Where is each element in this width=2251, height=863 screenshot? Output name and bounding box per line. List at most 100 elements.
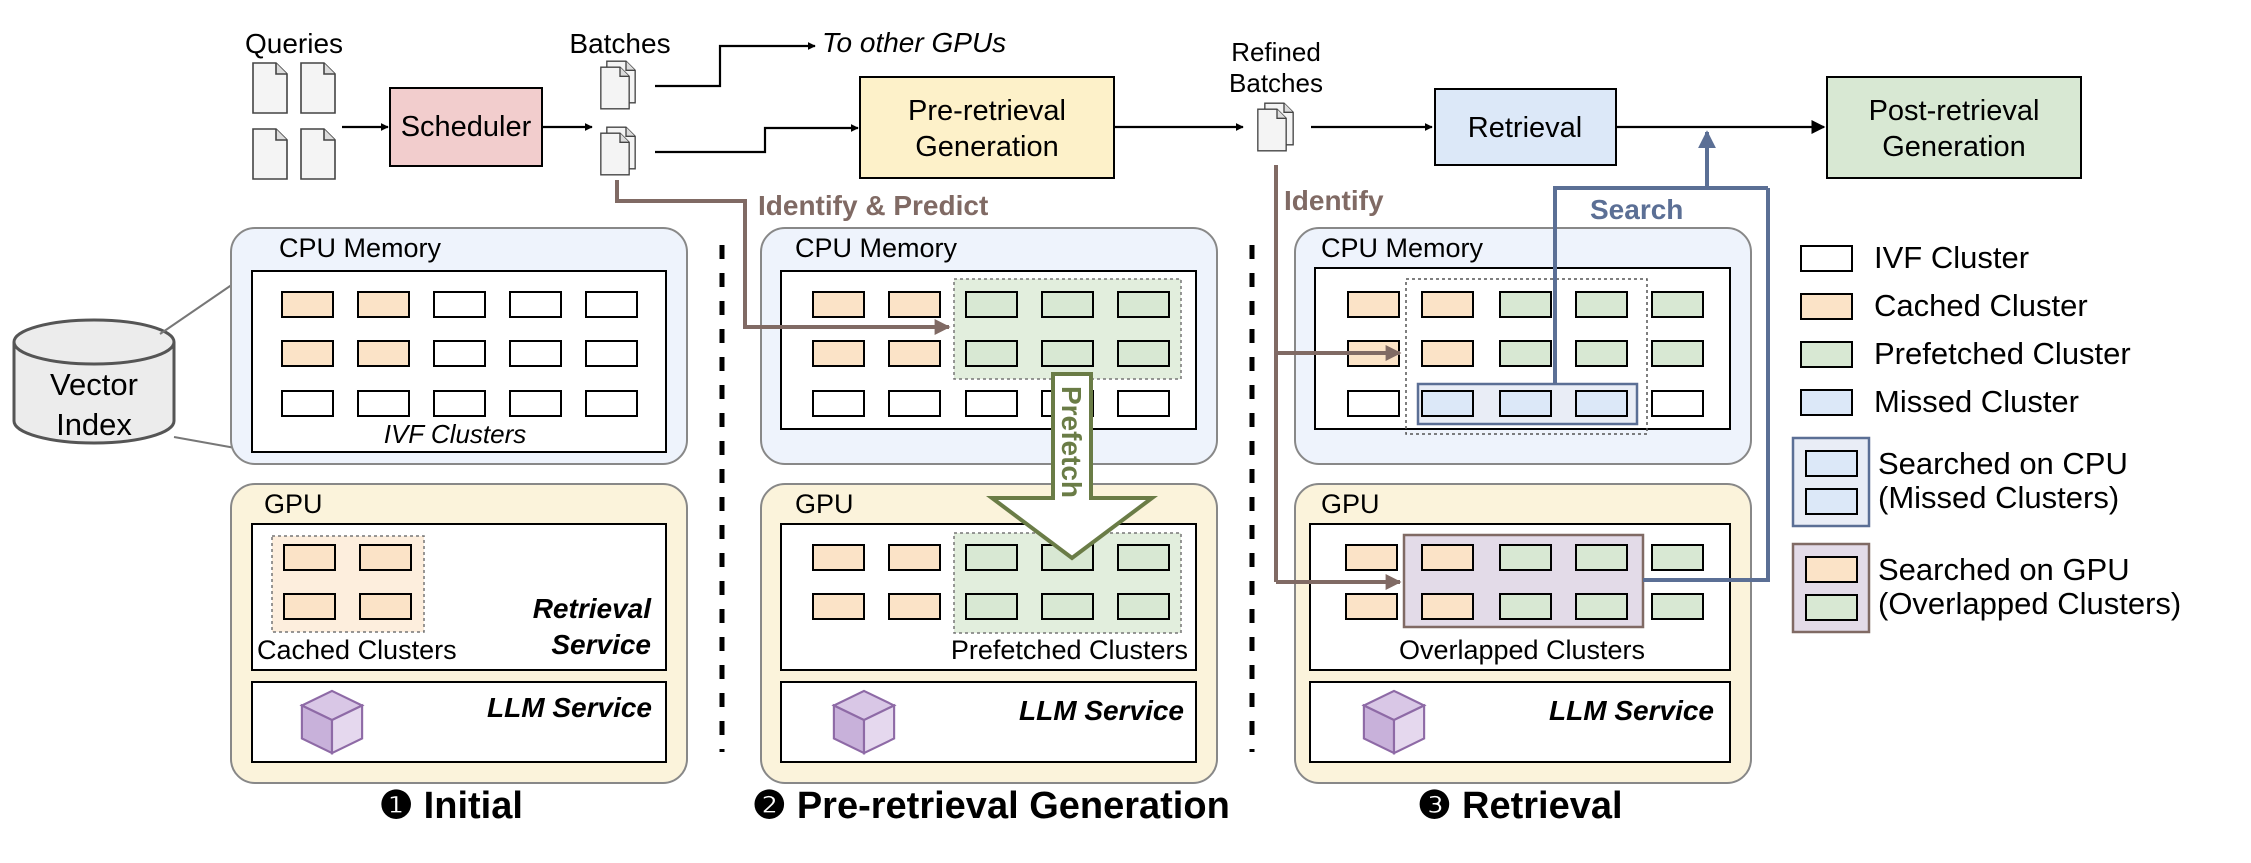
cluster-cell [585, 291, 638, 318]
cluster-cell [1345, 544, 1398, 571]
legend-cpu-line2: (Missed Clusters) [1878, 480, 2119, 515]
stage-initial-title: ❶ Initial [379, 785, 523, 827]
cluster-cell [1575, 390, 1628, 417]
cluster-cell [357, 291, 410, 318]
prefetched-clusters-label: Prefetched Clusters [951, 635, 1188, 665]
cluster-cell [1651, 390, 1704, 417]
cpu-memory-label-retrieval: CPU Memory [1321, 233, 1484, 263]
cluster-cell [1117, 544, 1170, 571]
cluster-grid-gpu-retrieval [1345, 544, 1704, 620]
legend-gpu-line2: (Overlapped Clusters) [1878, 586, 2181, 621]
cluster-cell [357, 340, 410, 367]
cluster-cell [965, 390, 1018, 417]
cluster-cell [1499, 593, 1552, 620]
pre-retrieval-generation-line1: Pre-retrieval [908, 95, 1066, 127]
cluster-grid-cpu-initial [281, 291, 638, 417]
cluster-cell [965, 593, 1018, 620]
cluster-cell [1117, 291, 1170, 318]
llm-cube-icon-initial [300, 689, 364, 755]
queries-label: Queries [245, 28, 343, 59]
post-retrieval-generation-line1: Post-retrieval [1869, 95, 2040, 127]
overlapped-clusters-label: Overlapped Clusters [1399, 635, 1645, 665]
cluster-cell [1651, 340, 1704, 367]
identify-arrows [1274, 165, 1402, 590]
legend-prefetched-swatch [1800, 341, 1853, 368]
gpu-label-pre: GPU [795, 489, 854, 519]
stage-pre-retrieval-title: ❷ Pre-retrieval Generation [752, 785, 1230, 827]
llm-service-label-retrieval: LLM Service [1549, 695, 1714, 726]
legend-gpu-line1: Searched on GPU [1878, 552, 2130, 587]
cluster-grid-gpu-initial [283, 544, 412, 620]
legend: IVF Cluster Cached Cluster Prefetched Cl… [1791, 240, 2181, 634]
pipeline: Queries Scheduler Batches To other GPUs … [245, 27, 2082, 180]
cluster-cell [1345, 593, 1398, 620]
refined-batches-doc-icon [1257, 102, 1294, 152]
llm-cube-icon-pre [832, 689, 896, 755]
cluster-cell [359, 544, 412, 571]
retrieval-service-line1: Retrieval [533, 593, 653, 624]
cluster-cell [1041, 593, 1094, 620]
stage-retrieval-title: ❸ Retrieval [1417, 785, 1622, 827]
scheduler-box [389, 87, 543, 167]
legend-missed-swatch [1800, 389, 1853, 416]
cpu-memory-label-initial: CPU Memory [279, 233, 442, 263]
refined-batches-line2: Batches [1229, 68, 1323, 98]
cluster-cell [888, 390, 941, 417]
cluster-cell [1117, 390, 1170, 417]
cluster-cell [1575, 544, 1628, 571]
cluster-cell [1575, 593, 1628, 620]
batches-label: Batches [569, 28, 670, 59]
cluster-cell [812, 390, 865, 417]
cluster-cell [433, 291, 486, 318]
cluster-cell [357, 390, 410, 417]
gpu-label-retrieval: GPU [1321, 489, 1380, 519]
cluster-cell [1499, 544, 1552, 571]
cluster-cell [281, 340, 334, 367]
cluster-cell [1421, 544, 1474, 571]
cluster-cell [1651, 544, 1704, 571]
cluster-cell [888, 544, 941, 571]
cluster-cell [1041, 340, 1094, 367]
cluster-cell [1117, 340, 1170, 367]
cluster-cell [812, 593, 865, 620]
llm-service-label-initial: LLM Service [487, 692, 652, 723]
cluster-cell [509, 390, 562, 417]
cluster-cell [1499, 390, 1552, 417]
to-other-gpus-label: To other GPUs [822, 27, 1006, 58]
queries-doc-icons [252, 62, 336, 180]
cluster-cell [509, 340, 562, 367]
cluster-grid-cpu-pre [812, 291, 1170, 417]
arrow-batches-to-pre-retrieval [655, 124, 859, 154]
cluster-grid-cpu-retrieval [1347, 291, 1704, 417]
cluster-cell [283, 593, 336, 620]
legend-ivf-swatch [1800, 245, 1853, 272]
cluster-cell [812, 340, 865, 367]
cluster-cell [1421, 390, 1474, 417]
cluster-cell [283, 544, 336, 571]
identify-predict-arrow [615, 180, 951, 335]
batches-doc-icons [600, 60, 636, 176]
cluster-cell [1575, 340, 1628, 367]
cluster-cell [281, 390, 334, 417]
identified-group-cpu [1405, 278, 1648, 435]
cluster-cell [965, 291, 1018, 318]
cluster-cell [1575, 291, 1628, 318]
cluster-cell [585, 390, 638, 417]
stage-retrieval: CPU Memory GPU Overlapped Clusters LLM S… [1294, 227, 1752, 827]
cluster-cell [1805, 594, 1858, 621]
arrow-to-other-gpus [655, 42, 816, 88]
cpu-memory-label-pre: CPU Memory [795, 233, 958, 263]
cluster-cell [965, 340, 1018, 367]
cluster-cell [359, 593, 412, 620]
cluster-cell [433, 340, 486, 367]
cluster-cell [281, 291, 334, 318]
legend-cpu-line1: Searched on CPU [1878, 446, 2128, 481]
search-arrows [1553, 130, 1770, 582]
cluster-cell [1651, 593, 1704, 620]
cluster-cell [1117, 593, 1170, 620]
stage-initial: CPU Memory IVF Clusters GPU Cached Clust… [230, 227, 688, 827]
vector-index-line1: Vector [50, 367, 138, 402]
scheduler-label: Scheduler [401, 111, 532, 143]
cluster-cell [1421, 291, 1474, 318]
